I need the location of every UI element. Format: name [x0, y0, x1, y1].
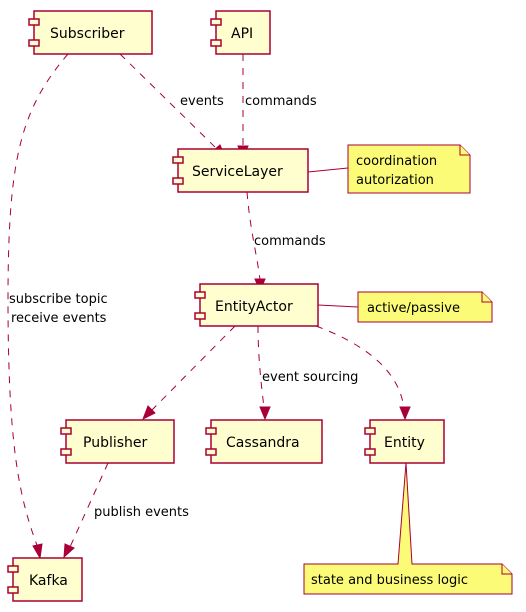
edge-label-events: events	[180, 94, 224, 109]
note-link-service-layer	[307, 167, 349, 173]
component-tab-icon	[60, 448, 72, 456]
component-subscriber: Subscriber	[28, 10, 153, 55]
component-tab-icon	[7, 586, 19, 594]
note-entity: state and business logic	[303, 462, 513, 595]
component-kafka: Kafka	[7, 557, 83, 602]
component-tab-icon	[172, 177, 184, 185]
note-line-active-passive: active/passive	[367, 301, 460, 316]
component-tab-icon	[210, 18, 222, 26]
component-service-layer: ServiceLayer	[172, 148, 309, 193]
edge-subscriber-to-kafka	[7, 53, 69, 560]
edge-label-publish-events: publish events	[94, 505, 189, 520]
component-tab-icon	[28, 39, 40, 47]
component-tab-icon	[205, 448, 217, 456]
note-link-entity-actor	[317, 304, 359, 308]
component-label-kafka: Kafka	[29, 573, 68, 589]
edge-entity-actor-to-entity	[315, 325, 411, 421]
edge-label-receive-events: receive events	[11, 311, 107, 326]
note-line-autorization: autorization	[356, 173, 434, 188]
component-cassandra: Cassandra	[205, 419, 323, 464]
edge-entity-actor-to-cassandra	[257, 325, 271, 421]
component-tab-icon	[7, 565, 19, 573]
note-service-layer: coordination autorization	[347, 144, 471, 194]
component-tab-icon	[210, 39, 222, 47]
note-line-coordination: coordination	[356, 154, 437, 169]
component-label-subscriber: Subscriber	[50, 26, 125, 42]
component-label-cassandra: Cassandra	[226, 435, 300, 451]
component-tab-icon	[194, 312, 206, 320]
component-publisher: Publisher	[60, 419, 175, 464]
component-tab-icon	[172, 156, 184, 164]
note-line-state-and-business-logic: state and business logic	[311, 573, 468, 588]
component-tab-icon	[194, 291, 206, 299]
edge-label-commands-service: commands	[254, 234, 326, 249]
component-label-publisher: Publisher	[83, 435, 148, 451]
edge-publisher-to-kafka	[63, 462, 109, 559]
component-label-entity: Entity	[384, 435, 425, 451]
component-tab-icon	[28, 18, 40, 26]
edge-label-subscribe-topic: subscribe topic	[9, 292, 108, 307]
component-tab-icon	[205, 427, 217, 435]
component-tab-icon	[364, 427, 376, 435]
component-label-api: API	[231, 26, 253, 42]
note-entity-actor: active/passive	[357, 291, 493, 323]
edge-label-event-sourcing: event sourcing	[262, 370, 358, 385]
component-api: API	[210, 10, 271, 55]
component-label-service-layer: ServiceLayer	[192, 164, 283, 180]
edge-entity-actor-to-publisher	[142, 325, 236, 421]
component-tab-icon	[60, 427, 72, 435]
edge-label-commands-api: commands	[245, 94, 317, 109]
component-label-entity-actor: EntityActor	[215, 299, 293, 315]
component-tab-icon	[364, 448, 376, 456]
component-entity: Entity	[364, 419, 445, 464]
component-entity-actor: EntityActor	[194, 283, 319, 327]
